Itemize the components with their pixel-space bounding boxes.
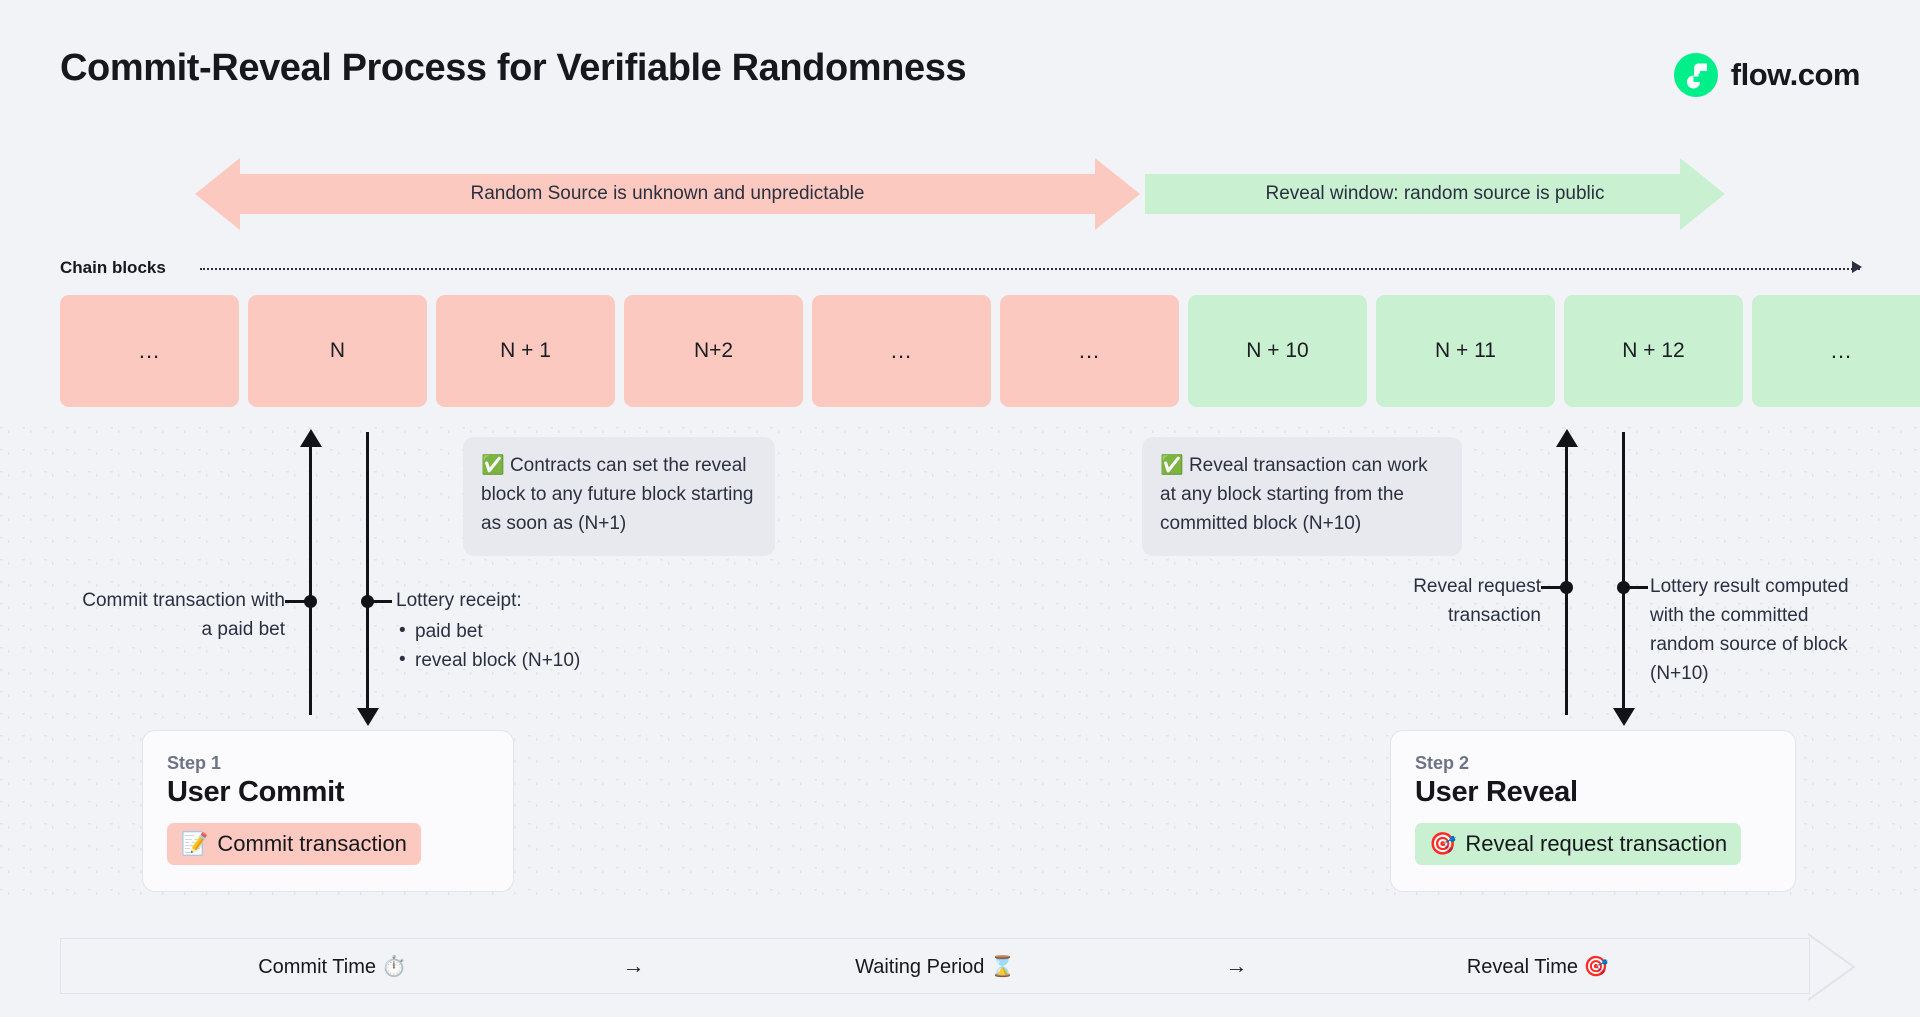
step-2-badge[interactable]: 🎯 Reveal request transaction xyxy=(1415,823,1742,865)
result-line-arrowhead-icon xyxy=(1613,708,1635,726)
chain-blocks-label: Chain blocks xyxy=(60,258,166,277)
timeline-arrowhead-icon xyxy=(1807,933,1856,1001)
phase-reveal-label: Reveal window: random source is public xyxy=(1265,183,1605,204)
chain-block[interactable]: N + 11 xyxy=(1376,295,1555,407)
chain-block-list: ... N N + 1 N+2 ... ... N + 10 N + 11 N … xyxy=(60,295,1920,407)
brand-logo: flow.com xyxy=(1673,53,1861,97)
result-connector-line xyxy=(1622,432,1625,710)
step-1-badge-label: Commit transaction xyxy=(217,831,407,856)
list-item: reveal block (N+10) xyxy=(396,646,686,676)
memo-emoji-icon: 📝 xyxy=(181,831,209,856)
timeline-separator-arrow-icon: → xyxy=(622,953,645,978)
annotation-lottery-result: Lottery result computed with the committ… xyxy=(1650,576,1849,684)
timeline-item-reveal: Reveal Time 🎯 xyxy=(1466,955,1609,978)
chain-block[interactable]: ... xyxy=(1752,295,1920,407)
chain-block[interactable]: ... xyxy=(812,295,991,407)
chain-block[interactable]: N xyxy=(248,295,427,407)
chain-block[interactable]: N + 12 xyxy=(1564,295,1743,407)
list-item: paid bet xyxy=(396,617,686,647)
reveal-request-connector-stub xyxy=(1541,586,1567,589)
callout-reveal: ✅ Reveal transaction can work at any blo… xyxy=(1142,437,1462,556)
callout-reveal-text: Reveal transaction can work at any block… xyxy=(1160,455,1428,534)
step-1-title: User Commit xyxy=(167,776,345,808)
commit-connector-dot xyxy=(304,595,317,608)
result-connector-dot xyxy=(1617,581,1630,594)
chain-block[interactable]: ... xyxy=(60,295,239,407)
page-title: Commit-Reveal Process for Verifiable Ran… xyxy=(60,47,967,89)
receipt-connector-stub xyxy=(366,600,392,603)
reveal-request-line-arrowhead-icon xyxy=(1556,429,1578,447)
chain-block[interactable]: N+2 xyxy=(624,295,803,407)
white-check-mark-emoji-icon: ✅ xyxy=(1160,455,1184,476)
reveal-request-connector-dot xyxy=(1560,581,1573,594)
receipt-line-arrowhead-icon xyxy=(357,708,379,726)
phase-arrow-row: Random Source is unknown and unpredictab… xyxy=(195,158,1725,230)
reveal-request-connector-line xyxy=(1565,445,1568,715)
step-1-badge[interactable]: 📝 Commit transaction xyxy=(167,823,421,865)
timeline-item-commit: Commit Time ⏱️ xyxy=(258,955,407,978)
timeline-separator-arrow-icon: → xyxy=(1225,953,1248,978)
step-1-eyebrow: Step 1 xyxy=(167,753,222,773)
callout-contracts-text: Contracts can set the reveal block to an… xyxy=(481,455,754,534)
step-2-badge-label: Reveal request transaction xyxy=(1465,831,1728,856)
step-card-1[interactable]: Step 1 User Commit 📝 Commit transaction xyxy=(142,730,514,892)
flow-logo-icon xyxy=(1673,53,1718,97)
chain-axis-line xyxy=(200,268,1860,270)
phase-unknown-arrow-shape xyxy=(195,158,1140,230)
timeline-item-waiting: Waiting Period ⌛ xyxy=(855,955,1015,978)
step-2-title: User Reveal xyxy=(1415,776,1578,808)
chain-axis-arrowhead-icon xyxy=(1852,261,1862,273)
bottom-timeline: Commit Time ⏱️ → Waiting Period ⌛ → Reve… xyxy=(60,938,1810,994)
commit-line-arrowhead-icon xyxy=(300,429,322,447)
chain-block[interactable]: ... xyxy=(1000,295,1179,407)
white-check-mark-emoji-icon: ✅ xyxy=(481,455,505,476)
phase-unknown-label: Random Source is unknown and unpredictab… xyxy=(470,183,865,204)
brand-logo-text: flow.com xyxy=(1730,57,1861,92)
step-2-eyebrow: Step 2 xyxy=(1415,753,1470,773)
annotation-lottery-receipt-list: paid bet reveal block (N+10) xyxy=(396,617,686,676)
step-card-2[interactable]: Step 2 User Reveal 🎯 Reveal request tran… xyxy=(1390,730,1796,892)
annotation-lottery-receipt: Lottery receipt: paid bet reveal block (… xyxy=(396,587,686,676)
phase-unknown-arrow: Random Source is unknown and unpredictab… xyxy=(195,158,1140,230)
receipt-connector-line xyxy=(366,432,369,710)
receipt-connector-dot xyxy=(361,595,374,608)
commit-connector-stub xyxy=(285,600,311,603)
phase-reveal-arrow: Reveal window: random source is public xyxy=(1145,158,1725,230)
annotation-lottery-receipt-title: Lottery receipt: xyxy=(396,590,522,611)
commit-connector-line xyxy=(309,445,312,715)
annotation-commit-transaction: Commit transaction with a paid bet xyxy=(82,590,285,640)
chain-block[interactable]: N + 10 xyxy=(1188,295,1367,407)
chain-block[interactable]: N + 1 xyxy=(436,295,615,407)
direct-hit-emoji-icon: 🎯 xyxy=(1429,831,1457,856)
phase-reveal-arrow-shape xyxy=(1145,158,1725,230)
callout-contracts: ✅ Contracts can set the reveal block to … xyxy=(463,437,775,556)
result-connector-stub xyxy=(1622,586,1648,589)
annotation-reveal-request: Reveal request transaction xyxy=(1413,576,1541,626)
